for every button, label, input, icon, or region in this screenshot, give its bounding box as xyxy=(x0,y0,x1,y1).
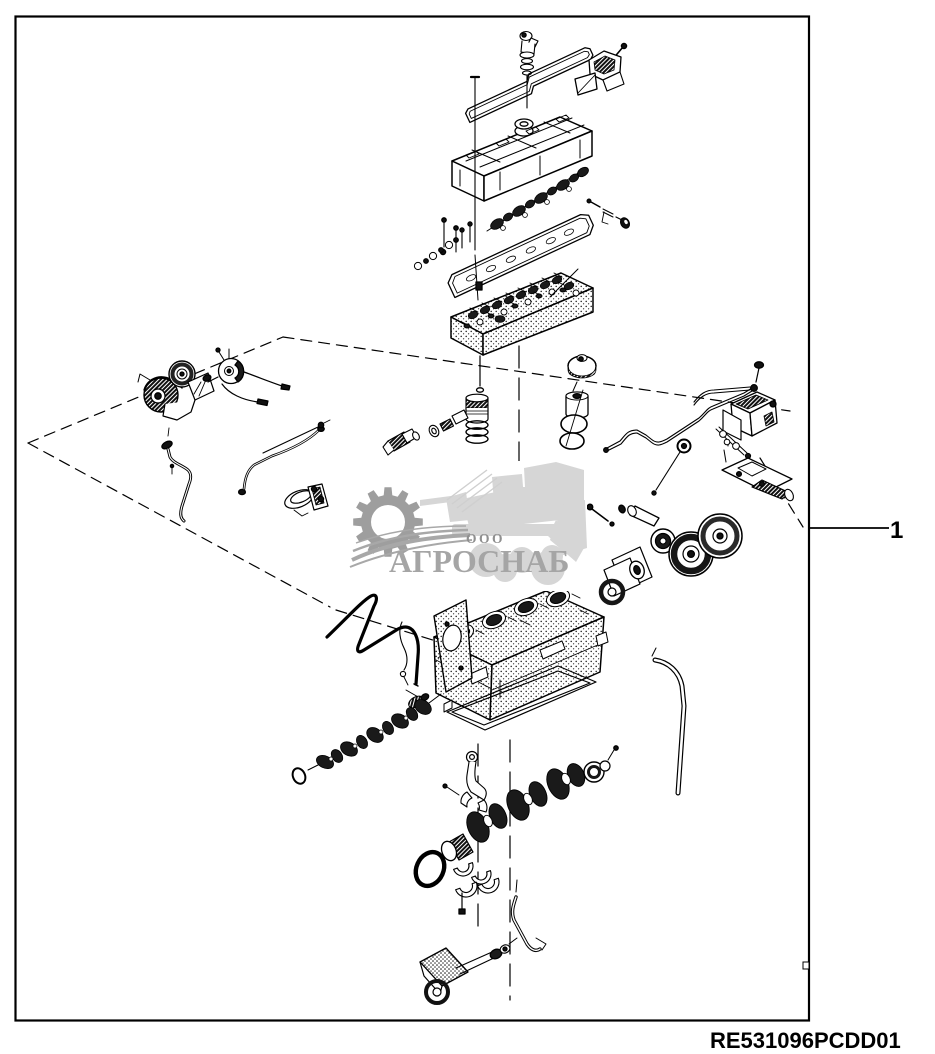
svg-text:OOO: OOO xyxy=(466,531,505,546)
svg-text:АГРОСНАБ: АГРОСНАБ xyxy=(389,543,569,579)
svg-text:1: 1 xyxy=(890,517,903,544)
svg-text:RE531096PCDD01: RE531096PCDD01 xyxy=(710,1028,901,1053)
